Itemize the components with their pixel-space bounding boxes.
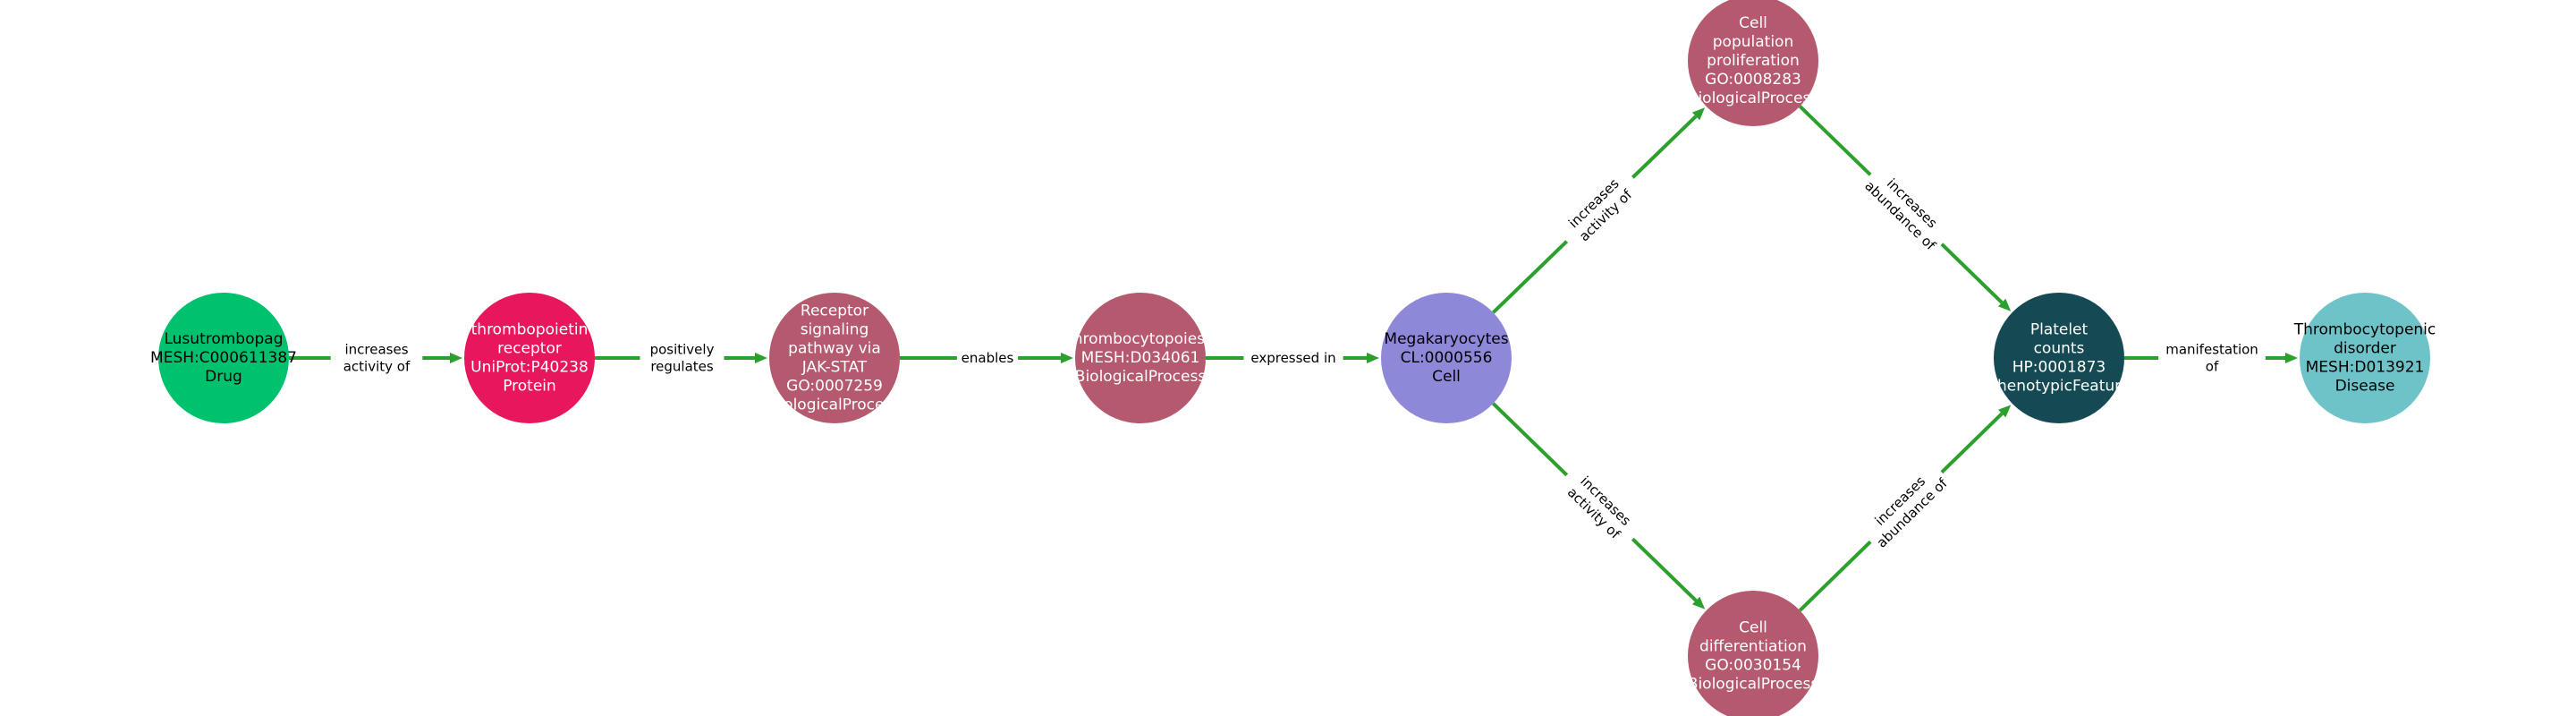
edge-label-background xyxy=(330,339,423,377)
node-label-line: GO:0008283 xyxy=(1705,71,1801,89)
node-cell-proliferation[interactable]: CellpopulationproliferationGO:0008283Bio… xyxy=(1688,0,1819,126)
arrowhead xyxy=(1061,353,1073,363)
arrowhead xyxy=(1997,298,2012,311)
node-label-line: Cell xyxy=(1432,368,1461,386)
edge-label-background xyxy=(2158,339,2266,377)
edge-label-line: of xyxy=(2206,359,2219,375)
node-circle xyxy=(1381,293,1512,423)
node-label-line: population xyxy=(1713,33,1793,51)
node-label-line: Drug xyxy=(205,368,242,386)
node-label-line: Thrombocytopenic xyxy=(2293,321,2436,339)
node-label-line: CL:0000556 xyxy=(1401,349,1493,367)
node-label-line: Platelet xyxy=(2030,321,2089,339)
node-label-line: Receptor xyxy=(801,303,869,320)
node-label-line: GO:0007259 xyxy=(786,378,883,396)
edge-label-background xyxy=(1857,161,1955,258)
node-label-line: Disease xyxy=(2335,378,2395,396)
node-label-line: signaling xyxy=(801,321,869,339)
node-circle xyxy=(769,293,900,423)
node-label-line: Thrombocytopoiesis xyxy=(1063,330,1216,348)
node-label-line: GO:0030154 xyxy=(1705,657,1801,675)
node-label-line: BiologicalProcess xyxy=(1688,90,1819,107)
edge-label-line: positively xyxy=(650,342,715,358)
node-label-line: proliferation xyxy=(1707,52,1800,70)
edge-label: enables xyxy=(956,347,1019,369)
node-thrombocytopenic-disorder[interactable]: ThrombocytopenicdisorderMESH:D013921Dise… xyxy=(2293,293,2436,423)
node-circle xyxy=(158,293,289,423)
arrowhead xyxy=(755,353,767,363)
node-label-line: HP:0001873 xyxy=(2012,359,2106,377)
node-label-line: differentiation xyxy=(1699,638,1807,656)
node-label-line: BiologicalProcess xyxy=(1075,368,1207,386)
arrowhead xyxy=(1691,596,1706,609)
arrowhead xyxy=(1691,107,1706,121)
edge-label-background xyxy=(640,339,724,377)
node-label-line: Lusutrombopag xyxy=(164,330,283,348)
node-label-line: BiologicalProcess xyxy=(769,396,901,414)
edge-label-background xyxy=(956,347,1019,369)
node-circle xyxy=(2300,293,2430,423)
node-label-line: MESH:D013921 xyxy=(2306,359,2425,377)
node-label-line: receptor xyxy=(497,340,562,358)
node-label-line: Cell xyxy=(1739,14,1767,32)
node-circle xyxy=(1075,293,1206,423)
arrowhead xyxy=(1367,353,1379,363)
node-label-line: UniProt:P40238 xyxy=(470,359,589,377)
edge-label-background xyxy=(1554,461,1646,553)
arrowhead xyxy=(2285,353,2298,363)
node-label-line: pathway via xyxy=(788,340,881,358)
edge-label-line: enables xyxy=(962,350,1014,366)
node-label-line: BiologicalProcess xyxy=(1688,676,1819,694)
arrowhead xyxy=(450,353,462,363)
edge-label-line: regulates xyxy=(650,359,714,375)
node-circle xyxy=(464,293,595,423)
edge-label-line: activity of xyxy=(343,359,411,375)
edge-label-background xyxy=(1857,458,1955,556)
node-circle xyxy=(1688,0,1818,126)
node-label-line: counts xyxy=(2034,340,2085,358)
node-label-line: JAK-STAT xyxy=(801,359,868,377)
node-tpo-receptor[interactable]: thrombopoietinreceptorUniProt:P40238Prot… xyxy=(464,293,595,423)
node-cell-differentiation[interactable]: CelldifferentiationGO:0030154BiologicalP… xyxy=(1688,591,1819,716)
edge-label-line: manifestation xyxy=(2165,342,2258,358)
edge-label-line: expressed in xyxy=(1250,350,1335,366)
node-label-line: Cell xyxy=(1739,619,1767,637)
node-circle xyxy=(1688,591,1818,716)
edge-label-background xyxy=(1554,164,1646,255)
node-thrombocytopoiesis[interactable]: ThrombocytopoiesisMESH:D034061Biological… xyxy=(1063,293,1217,423)
node-platelet-counts[interactable]: PlateletcountsHP:0001873PhenotypicFeatur… xyxy=(1988,293,2131,423)
node-label-line: thrombopoietin xyxy=(471,321,589,339)
edge-label-background xyxy=(1243,347,1343,369)
node-circle xyxy=(1994,293,2124,423)
node-label-line: PhenotypicFeature xyxy=(1988,378,2131,396)
edge-label: expressed in xyxy=(1243,347,1343,369)
node-label-line: Protein xyxy=(503,378,556,396)
node-label-line: MESH:C000611387 xyxy=(150,349,297,367)
node-label-line: Megakaryocytes xyxy=(1384,330,1508,348)
node-label-line: MESH:D034061 xyxy=(1081,349,1200,367)
edge-label-line: increases xyxy=(344,342,408,358)
arrowhead xyxy=(1998,405,2012,418)
node-label-line: disorder xyxy=(2334,340,2396,358)
